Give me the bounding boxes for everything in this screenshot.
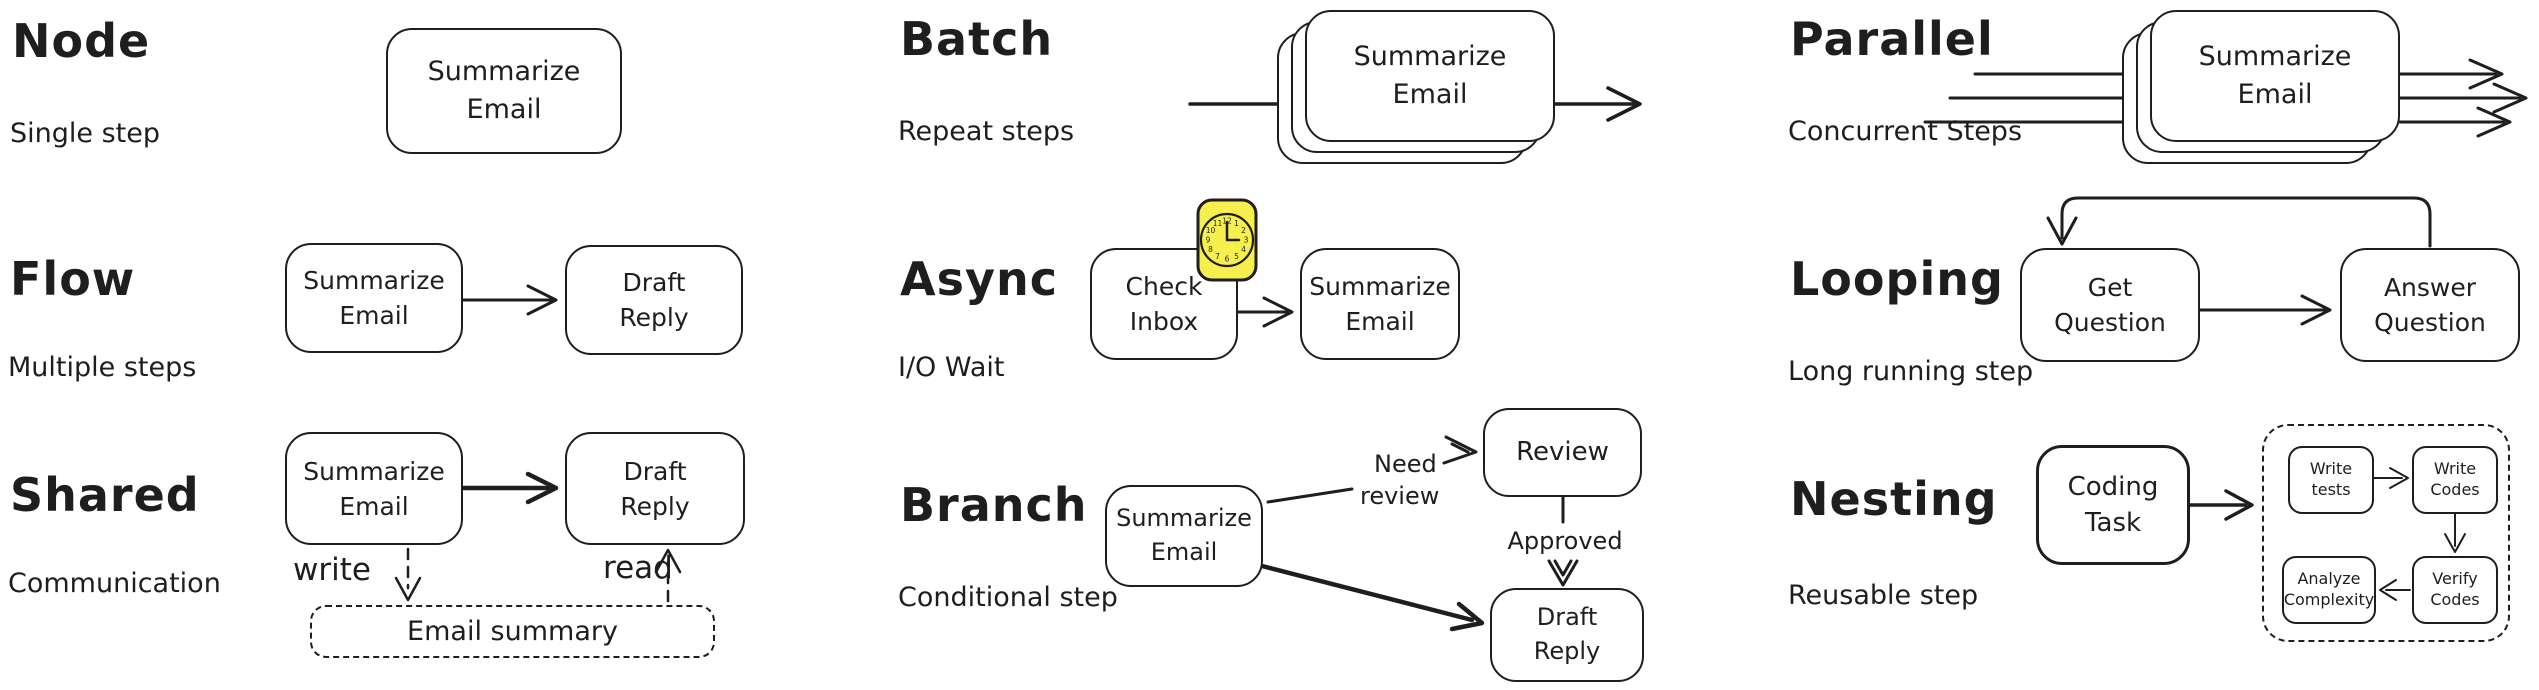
shared-title: Shared	[10, 468, 200, 522]
shared-store-email-summary: Email summary	[310, 605, 715, 658]
clock-number: 7	[1215, 252, 1220, 261]
flow-box-draft-reply: Draft Reply	[565, 245, 743, 355]
branch-approved-arrow	[1547, 495, 1579, 587]
shared-write-arrow	[394, 547, 422, 602]
async-box-summarize-email: Summarize Email	[1300, 248, 1460, 360]
batch-subtitle: Repeat steps	[898, 116, 1075, 147]
async-arrow	[1236, 296, 1294, 328]
looping-loopback-arrow	[2046, 196, 2432, 248]
looping-forward-arrow	[2198, 294, 2332, 326]
clock-number: 2	[1241, 226, 1246, 235]
clock-number: 1	[1234, 219, 1239, 228]
shared-box-draft-reply: Draft Reply	[565, 432, 745, 545]
flow-arrow	[461, 284, 558, 316]
clock-number: 5	[1234, 252, 1239, 261]
nesting-subtitle: Reusable step	[1788, 580, 1979, 611]
parallel-box-summarize-email: Summarize Email	[2150, 10, 2400, 142]
clock-number: 4	[1241, 245, 1246, 254]
nesting-inner-arrows	[2373, 467, 2466, 601]
clock-number: 12	[1222, 217, 1232, 226]
shared-read-label: read	[603, 550, 673, 586]
async-subtitle: I/O Wait	[898, 352, 1005, 383]
batch-title: Batch	[900, 12, 1054, 66]
nesting-title: Nesting	[1790, 472, 1998, 526]
looping-subtitle: Long running step	[1788, 356, 2034, 387]
clock-number: 6	[1225, 255, 1230, 264]
shared-subtitle: Communication	[8, 568, 221, 599]
clock-icon: 12 1 2 3 4 5 6 7 8 9 10 11	[1196, 198, 1258, 282]
nesting-dashed-group	[2262, 424, 2510, 642]
nesting-box-verify-codes: Verify Codes	[2412, 556, 2498, 624]
branch-title: Branch	[900, 478, 1088, 532]
clock-number: 3	[1244, 236, 1249, 245]
branch-need-review-arrow	[1266, 435, 1478, 504]
branch-box-draft-reply: Draft Reply	[1490, 588, 1644, 682]
parallel-input-lines	[1923, 72, 2128, 124]
node-box-summarize-email: Summarize Email	[386, 28, 622, 154]
branch-approved-label: Approved	[1507, 527, 1623, 555]
looping-title: Looping	[1790, 252, 2004, 306]
branch-review-label: review	[1360, 482, 1440, 510]
branch-box-summarize-email: Summarize Email	[1105, 485, 1263, 587]
shared-box-summarize-email: Summarize Email	[285, 432, 463, 545]
clock-number: 10	[1206, 226, 1216, 235]
flow-subtitle: Multiple steps	[8, 352, 197, 383]
async-title: Async	[900, 252, 1058, 306]
shared-read-arrow	[654, 548, 682, 603]
flow-title: Flow	[10, 252, 136, 306]
parallel-title: Parallel	[1790, 12, 1994, 66]
nesting-main-arrow	[2188, 489, 2254, 521]
clock-number: 8	[1208, 245, 1213, 254]
branch-box-review: Review	[1483, 408, 1642, 497]
clock-number: 9	[1206, 236, 1211, 245]
shared-write-label: write	[293, 552, 371, 588]
looping-box-get-question: Get Question	[2020, 248, 2200, 362]
shared-main-arrow	[460, 471, 559, 505]
branch-direct-arrow	[1259, 563, 1485, 632]
branch-subtitle: Conditional step	[898, 582, 1118, 613]
clock-number: 11	[1213, 219, 1223, 228]
nesting-box-write-tests: Write tests	[2288, 446, 2374, 514]
branch-need-label: Need	[1374, 450, 1437, 478]
looping-box-answer-question: Answer Question	[2340, 248, 2520, 362]
node-subtitle: Single step	[10, 118, 160, 149]
nesting-box-coding-task: Coding Task	[2036, 445, 2190, 565]
node-title: Node	[12, 14, 151, 68]
batch-box-summarize-email: Summarize Email	[1305, 10, 1555, 142]
nesting-box-analyze-complexity: Analyze Complexity	[2282, 556, 2376, 624]
parallel-output-arrows	[2398, 58, 2528, 138]
flow-box-summarize-email: Summarize Email	[285, 243, 463, 353]
nesting-box-write-codes: Write Codes	[2412, 446, 2498, 514]
